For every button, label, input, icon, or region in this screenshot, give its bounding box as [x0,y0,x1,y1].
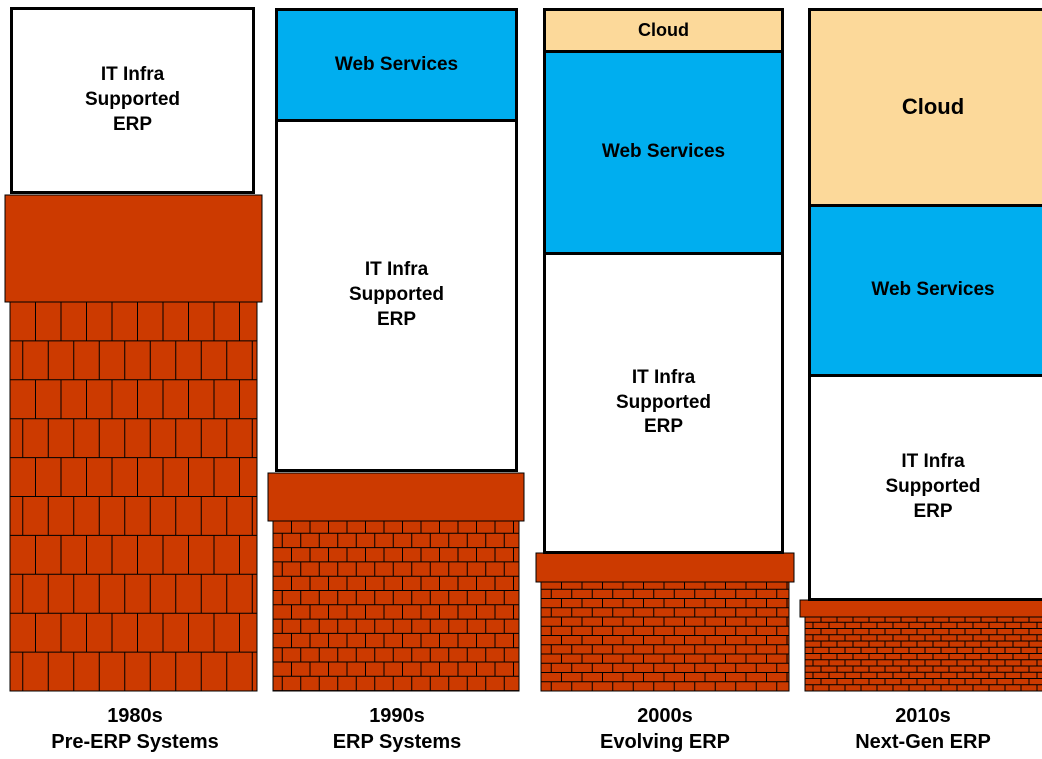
decade-label-1980s: 1980s [107,705,163,727]
brick-base-1990s [267,472,525,692]
infra-block-2010s: IT Infra Supported ERP [808,374,1042,601]
web-services-block-2000s: Web Services [543,50,784,255]
decade-label-2010s: 2010s [895,705,951,727]
brick-capstone [4,194,263,303]
infra-block-1980s: IT Infra Supported ERP [10,7,255,194]
brick-base-1980s [4,194,263,692]
caption-2010s: 2010s Next-Gen ERP [818,703,1028,755]
web-services-block-1990s: Web Services [275,8,518,122]
infra-block-2000s: IT Infra Supported ERP [543,252,784,554]
decade-label-1990s: 1990s [369,705,425,727]
brick-base-2000s [535,552,795,692]
brick-capstone [799,599,1042,618]
decade-label-2000s: 2000s [637,705,693,727]
era-label-2010s: Next-Gen ERP [855,731,991,753]
caption-1990s: 1990s ERP Systems [292,703,502,755]
caption-2000s: 2000s Evolving ERP [560,703,770,755]
cloud-block-2000s: Cloud [543,8,784,53]
brick-capstone [267,472,525,522]
brick-capstone [535,552,795,583]
infra-block-1990s: IT Infra Supported ERP [275,119,518,472]
era-label-1980s: Pre-ERP Systems [51,731,219,753]
brick-base-2010s [799,599,1042,692]
web-services-block-2010s: Web Services [808,204,1042,377]
cloud-block-2010s: Cloud [808,8,1042,207]
era-label-2000s: Evolving ERP [599,731,731,753]
era-label-1990s: ERP Systems [332,731,462,753]
caption-1980s: 1980s Pre-ERP Systems [30,703,240,755]
